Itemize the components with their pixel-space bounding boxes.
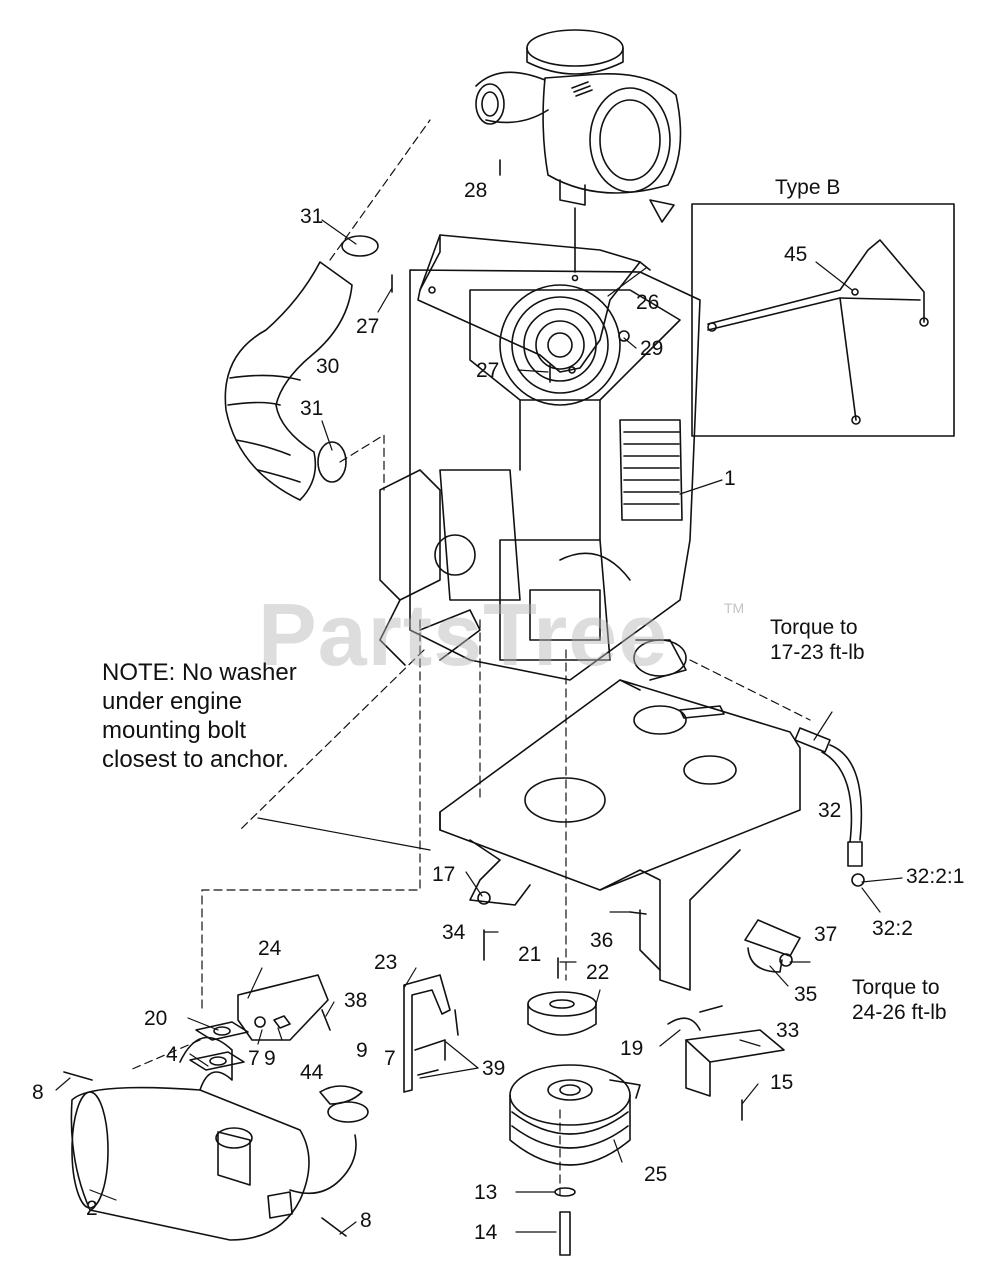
callout-9-lower: 9 xyxy=(356,1039,368,1062)
muffler-bracket xyxy=(403,974,451,1093)
muffler-assembly xyxy=(70,1036,369,1241)
callout-30: 30 xyxy=(316,355,340,378)
pulley xyxy=(527,991,597,1036)
intake-hose xyxy=(224,261,353,501)
engine-mount-plate xyxy=(439,679,801,991)
note-line-4: closest to anchor. xyxy=(102,746,289,773)
callout-25: 25 xyxy=(644,1163,668,1186)
watermark-trademark: TM xyxy=(724,600,745,616)
callout-20: 20 xyxy=(144,1007,168,1030)
callout-38: 38 xyxy=(344,989,368,1012)
callout-13: 13 xyxy=(474,1181,498,1204)
air-cleaner-bracket xyxy=(417,207,651,374)
note-line-3: mounting bolt xyxy=(102,717,247,744)
callout-4: 4 xyxy=(166,1043,178,1066)
bolt-38 xyxy=(321,1009,331,1031)
callout-35: 35 xyxy=(794,983,818,1006)
callout-31-lower: 31 xyxy=(300,397,324,420)
callout-32: 32 xyxy=(818,799,842,822)
callout-34: 34 xyxy=(442,921,466,944)
callout-7-lower: 7 xyxy=(384,1047,396,1070)
callout-23: 23 xyxy=(374,951,398,974)
type-b-bracket xyxy=(707,239,929,425)
callout-37: 37 xyxy=(814,923,838,946)
callout-21: 21 xyxy=(518,943,542,966)
callout-19: 19 xyxy=(620,1037,644,1060)
washer-13 xyxy=(554,1187,576,1197)
electric-clutch xyxy=(509,1064,641,1166)
hydraulic-hose xyxy=(794,727,865,887)
callout-15: 15 xyxy=(770,1071,794,1094)
exhaust-gaskets xyxy=(189,1021,363,1105)
callout-44: 44 xyxy=(300,1061,324,1084)
torque-fitting-line-1: Torque to xyxy=(770,616,858,639)
hose-clip xyxy=(747,947,783,973)
engine-assembly xyxy=(379,269,701,681)
callout-29: 29 xyxy=(640,337,664,360)
callout-22: 22 xyxy=(586,961,610,984)
note-line-2: under engine xyxy=(102,688,243,715)
callout-26: 26 xyxy=(636,291,660,314)
callout-14: 14 xyxy=(474,1221,498,1244)
callout-32-2-1: 32:2:1 xyxy=(906,865,965,888)
callout-27-left: 27 xyxy=(356,315,380,338)
bolt-14 xyxy=(559,1211,571,1256)
type-b-title: Type B xyxy=(775,176,841,199)
hose-clamp-upper xyxy=(341,235,379,257)
callout-1: 1 xyxy=(724,467,736,490)
torque-fitting-line-2: 17-23 ft-lb xyxy=(770,641,865,664)
callout-28: 28 xyxy=(464,179,488,202)
air-cleaner-assembly xyxy=(475,29,682,223)
watermark: PartsTree xyxy=(258,585,669,684)
nut-9 xyxy=(273,1015,291,1029)
callout-24: 24 xyxy=(258,937,282,960)
callout-leaders xyxy=(55,219,903,1235)
callout-8-left: 8 xyxy=(32,1081,44,1104)
callout-8-right: 8 xyxy=(360,1209,372,1232)
callout-2: 2 xyxy=(86,1197,98,1220)
torque-hose-end-line-1: Torque to xyxy=(852,976,940,999)
note-line-1: NOTE: No washer xyxy=(102,659,297,686)
type-b-frame xyxy=(691,203,955,437)
hose-clamp-lower xyxy=(317,441,347,483)
torque-note-fitting: Torque to 17-23 ft-lb xyxy=(770,615,865,665)
callout-33: 33 xyxy=(776,1019,800,1042)
callout-36: 36 xyxy=(590,929,614,952)
mounting-note: NOTE: No washer under engine mounting bo… xyxy=(102,658,297,774)
callout-39: 39 xyxy=(482,1057,506,1080)
torque-hose-end-line-2: 24-26 ft-lb xyxy=(852,1001,947,1024)
washer-7 xyxy=(254,1016,266,1028)
heat-shield xyxy=(237,974,329,1041)
callout-17: 17 xyxy=(432,863,456,886)
torque-note-hose-end: Torque to 24-26 ft-lb xyxy=(852,975,947,1025)
callout-9-upper: 9 xyxy=(264,1047,276,1070)
callout-7-upper: 7 xyxy=(248,1047,260,1070)
callout-27-center: 27 xyxy=(476,359,500,382)
clutch-bracket xyxy=(667,1005,785,1097)
callout-45: 45 xyxy=(784,243,808,266)
muffler-bracket-tab xyxy=(414,1039,446,1061)
callout-32-2: 32:2 xyxy=(872,917,913,940)
callout-31-upper: 31 xyxy=(300,205,324,228)
